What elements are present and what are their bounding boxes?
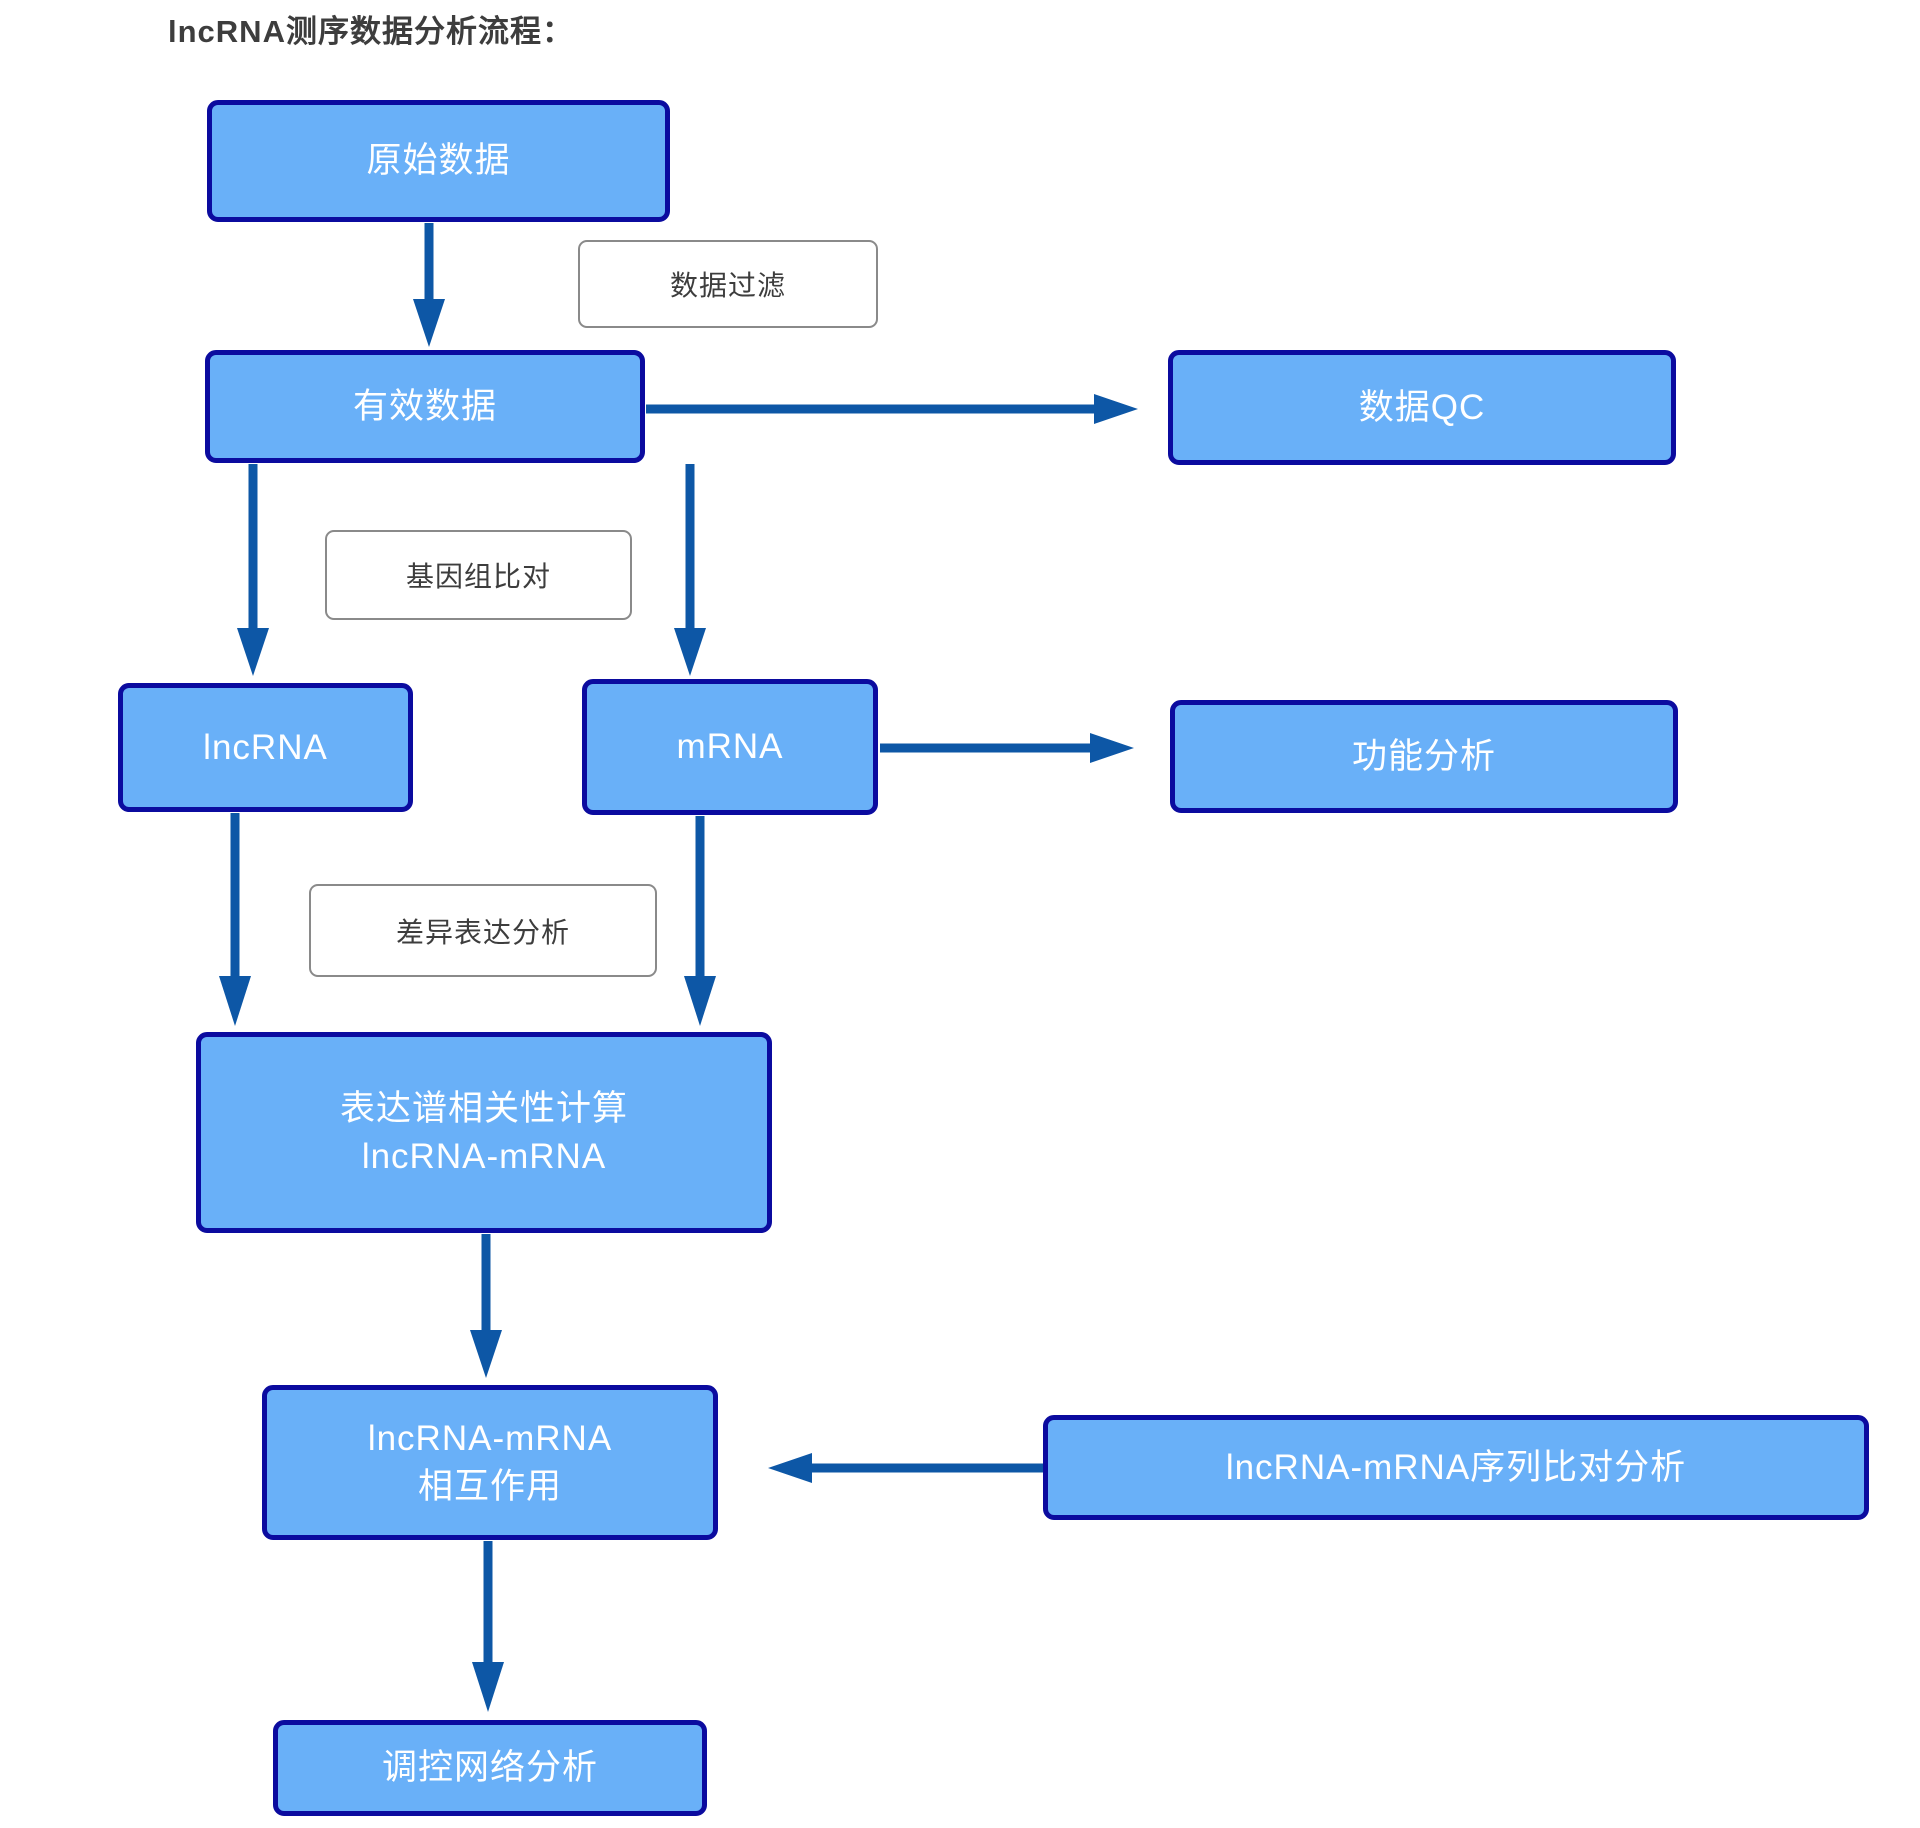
node-expression-correlation: 表达谱相关性计算 lncRNA-mRNA — [196, 1032, 772, 1233]
node-regulatory-network: 调控网络分析 — [273, 1720, 707, 1816]
node-lncrna-mrna-interaction-line1: lncRNA-mRNA — [367, 1418, 613, 1458]
node-regulatory-network-label: 调控网络分析 — [381, 1748, 598, 1787]
node-sequence-alignment-label: lncRNA-mRNA序列比对分析 — [1225, 1447, 1687, 1487]
edge-label-differential-expression-text: 差异表达分析 — [395, 916, 570, 948]
node-mrna: mRNA — [582, 679, 878, 815]
node-lncrna: lncRNA — [118, 683, 413, 812]
node-data-qc-label: 数据QC — [1358, 387, 1486, 427]
node-valid-data: 有效数据 — [205, 350, 645, 463]
page-title: lncRNA测序数据分析流程： — [168, 14, 574, 49]
node-raw-data: 原始数据 — [207, 100, 670, 222]
node-functional-analysis-label: 功能分析 — [1351, 736, 1496, 776]
edge-label-genome-alignment: 基因组比对 — [325, 530, 632, 620]
arrow-interaction-to-network — [472, 1541, 504, 1712]
arrow-valid-to-qc — [646, 394, 1138, 424]
node-lncrna-label: lncRNA — [203, 727, 328, 767]
arrow-mrna-to-functional — [880, 733, 1134, 763]
node-lncrna-mrna-interaction-line2: 相互作用 — [417, 1466, 562, 1506]
node-raw-data-label: 原始数据 — [366, 141, 511, 180]
arrow-correlation-to-interaction — [470, 1234, 502, 1378]
edge-label-data-filtering-text: 数据过滤 — [669, 270, 786, 301]
node-lncrna-mrna-interaction: lncRNA-mRNA 相互作用 — [262, 1385, 718, 1540]
edge-label-genome-alignment-text: 基因组比对 — [405, 561, 551, 592]
node-valid-data-label: 有效数据 — [352, 386, 497, 426]
node-expression-correlation-line1: 表达谱相关性计算 — [339, 1088, 628, 1128]
node-mrna-label: mRNA — [676, 727, 784, 766]
node-sequence-alignment: lncRNA-mRNA序列比对分析 — [1043, 1415, 1869, 1520]
arrow-mrna-to-correlation — [684, 816, 716, 1026]
arrow-lncrna-to-correlation — [219, 813, 251, 1026]
node-data-qc: 数据QC — [1168, 350, 1676, 465]
arrow-valid-to-lncrna — [237, 464, 269, 676]
arrow-valid-to-mrna — [674, 464, 706, 676]
node-functional-analysis: 功能分析 — [1170, 700, 1678, 813]
arrow-raw-to-valid — [413, 223, 445, 347]
node-expression-correlation-line2: lncRNA-mRNA — [361, 1136, 607, 1176]
arrow-seqalign-to-interaction — [768, 1453, 1043, 1483]
edge-label-data-filtering: 数据过滤 — [578, 240, 878, 328]
edge-label-differential-expression: 差异表达分析 — [309, 884, 657, 977]
